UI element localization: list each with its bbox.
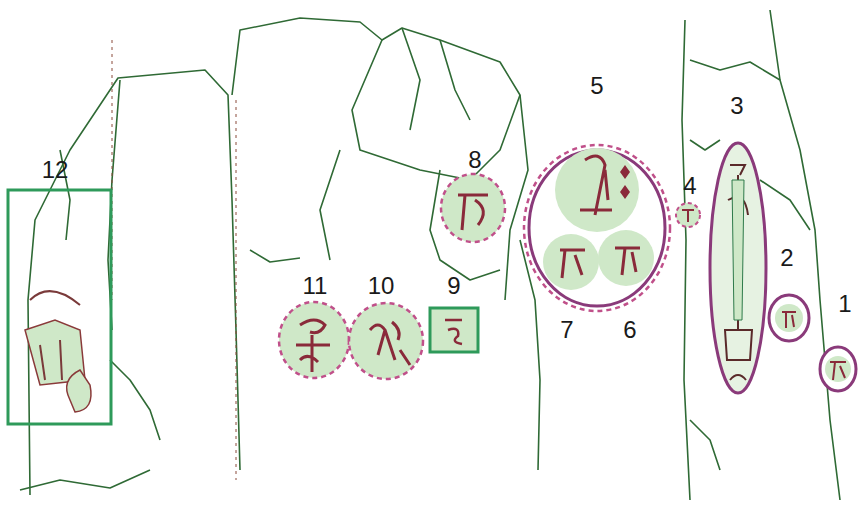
callout-number: 4 — [683, 174, 696, 198]
callout-number: 2 — [780, 246, 793, 270]
callout-number: 9 — [447, 274, 460, 298]
callout-number: 1 — [838, 292, 851, 316]
callout-number: 5 — [590, 74, 603, 98]
callout-number: 7 — [560, 318, 573, 342]
callout-number: 10 — [368, 274, 395, 298]
callout-number: 11 — [303, 274, 328, 298]
callout-number: 12 — [42, 158, 69, 182]
callout-number: 3 — [730, 94, 743, 118]
callout-number: 8 — [468, 148, 481, 172]
callout-number: 6 — [623, 318, 636, 342]
